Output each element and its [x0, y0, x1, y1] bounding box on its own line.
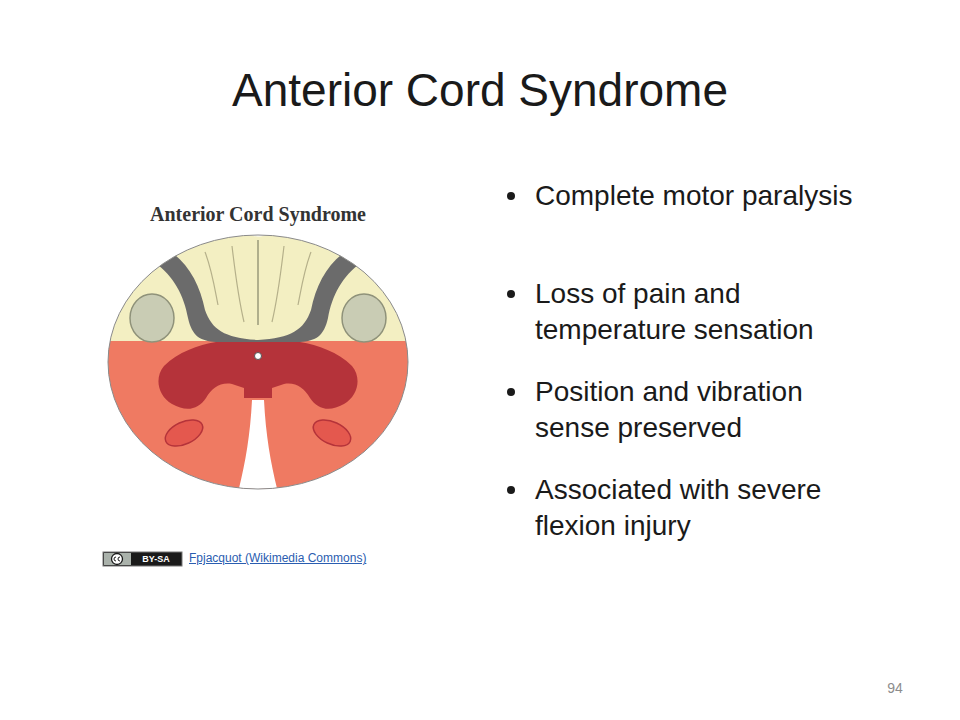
- anterior-fissure: [236, 400, 280, 500]
- bullet-item: Position and vibration sense preserved: [535, 374, 870, 446]
- anterior-gray-matter: [158, 342, 357, 409]
- cc-icon: [112, 554, 123, 565]
- bullet-dot: [507, 192, 515, 200]
- cord-outline: [108, 235, 408, 489]
- bullet-dot: [507, 388, 515, 396]
- corticospinal-tract: [342, 294, 386, 342]
- page-number: 94: [880, 680, 910, 696]
- spinothalamic-tract: [161, 415, 207, 452]
- anterior-region: [100, 341, 420, 501]
- license-badge: [103, 552, 182, 566]
- spinothalamic-tract: [309, 415, 355, 452]
- bullet-dot: [507, 486, 515, 494]
- cord-section: [100, 226, 420, 501]
- figure-label: Anterior Cord Syndrome: [100, 203, 416, 226]
- bullet-item: Loss of pain and temperature sensation: [535, 276, 870, 348]
- slide-title: Anterior Cord Syndrome: [80, 62, 880, 118]
- bullet-dot: [507, 290, 515, 298]
- license-text: BY-SA: [142, 553, 170, 565]
- dorsal-region: [100, 230, 420, 342]
- bullet-item: Associated with severe flexion injury: [535, 472, 870, 544]
- license-badge-left: [104, 553, 131, 565]
- corticospinal-tract: [130, 294, 174, 342]
- bullet-item: Complete motor paralysis: [535, 178, 870, 214]
- image-credit: Fpjacquot (Wikimedia Commons): [189, 551, 366, 566]
